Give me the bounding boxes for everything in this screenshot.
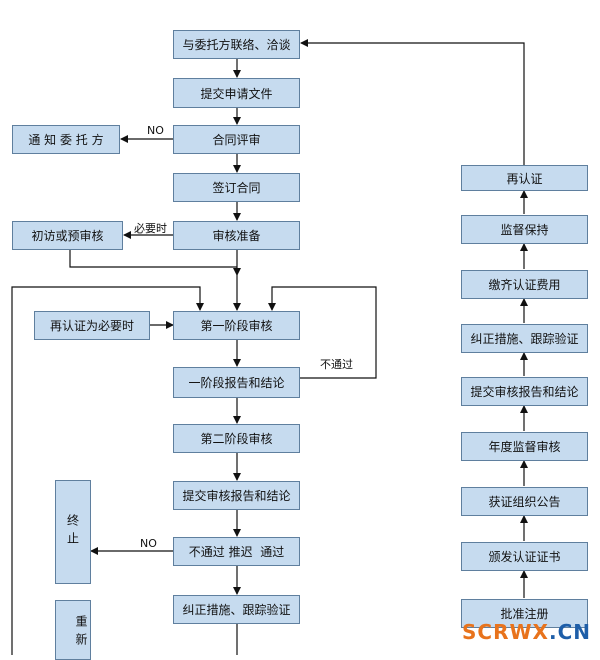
box-stage1-report: 一阶段报告和结论 (173, 367, 300, 398)
box-submit-docs: 提交申请文件 (173, 78, 300, 108)
box-corrective-right: 纠正措施、跟踪验证 (461, 324, 588, 353)
box-notify-client: 通 知 委 托 方 (12, 125, 120, 154)
box-stage2-audit: 第二阶段审核 (173, 424, 300, 453)
watermark-main: SCRWX (462, 620, 549, 644)
box-surveillance-maintain: 监督保持 (461, 215, 588, 244)
label-no-decision: NO (140, 537, 157, 550)
box-preliminary-visit: 初访或预审核 (12, 221, 123, 250)
box-recertify: 再认证 (461, 165, 588, 191)
watermark-suffix: .CN (548, 620, 591, 644)
line-left-loop-to-stage1 (11, 286, 204, 655)
box-submit-report-right: 提交审核报告和结论 (461, 377, 588, 406)
box-annual-surveillance: 年度监督审核 (461, 432, 588, 461)
box-decision: 不通过 推迟 通过 (173, 537, 300, 566)
box-restart: 重新 (55, 600, 91, 660)
box-corrective-left: 纠正措施、跟踪验证 (173, 595, 300, 624)
line-fail-loop (268, 286, 377, 379)
box-sign-contract: 签订合同 (173, 173, 300, 202)
box-liaison: 与委托方联络、洽谈 (173, 30, 300, 59)
box-approve-registration: 批准注册 (461, 599, 588, 628)
box-pay-fees: 缴齐认证费用 (461, 270, 588, 299)
box-recert-if-needed: 再认证为必要时 (34, 311, 150, 340)
box-audit-prep: 审核准备 (173, 221, 300, 250)
label-no-review: NO (147, 124, 164, 137)
watermark-logo: SCRWX.CN (462, 620, 591, 644)
box-issue-cert: 颁发认证证书 (461, 542, 588, 571)
box-cert-announcement: 获证组织公告 (461, 487, 588, 516)
line-recert-to-liaison (300, 39, 525, 165)
box-terminate: 终止 (55, 480, 91, 584)
box-submit-report: 提交审核报告和结论 (173, 481, 300, 510)
label-not-passed: 不通过 (320, 358, 353, 371)
label-when-needed: 必要时 (134, 222, 167, 235)
box-contract-review: 合同评审 (173, 125, 300, 154)
line-preliminary-to-merge (69, 250, 237, 268)
box-stage1-audit: 第一阶段审核 (173, 311, 300, 340)
